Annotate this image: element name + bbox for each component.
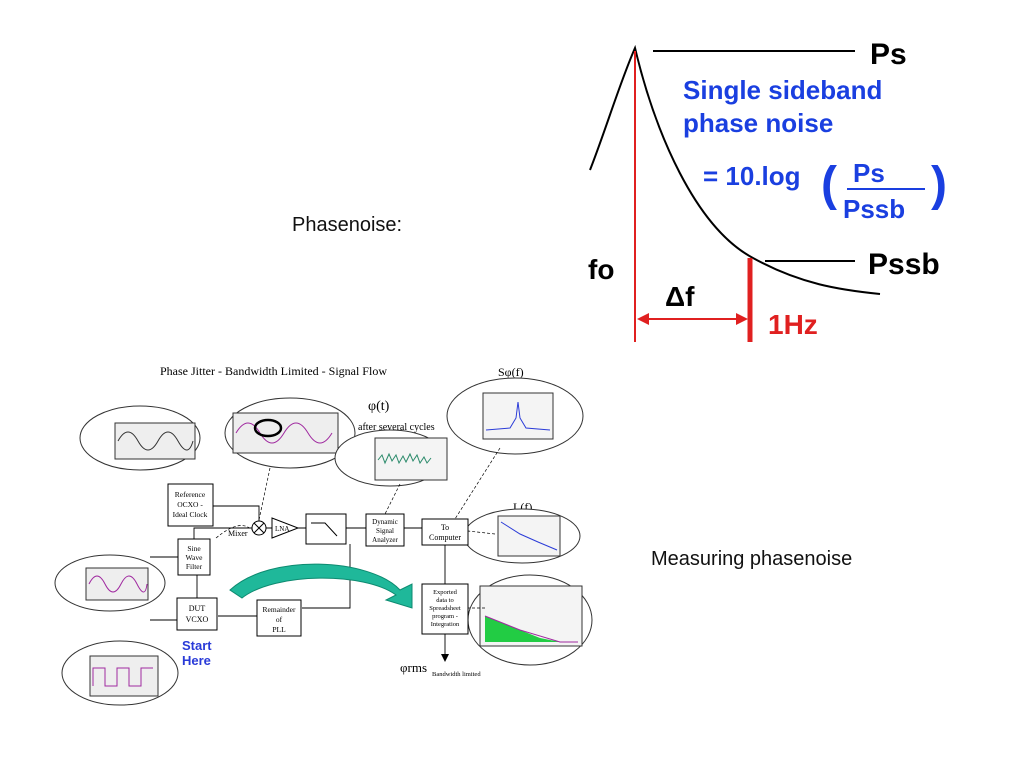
- dsa-line2: Signal: [376, 527, 394, 535]
- phi-rms-label: φrms: [400, 660, 427, 675]
- start-here-line2: Here: [182, 653, 211, 668]
- s-phi-f-label: Sφ(f): [498, 365, 524, 379]
- signal-flow-title: Phase Jitter - Bandwidth Limited - Signa…: [160, 364, 387, 378]
- sine-filter-line1: Sine: [187, 544, 201, 553]
- formula-prefix: = 10.log: [703, 161, 801, 191]
- lna-label: LNA: [275, 525, 289, 533]
- signal-flow-diagram: Phase Jitter - Bandwidth Limited - Signa…: [54, 364, 593, 706]
- dsa-line1: Dynamic: [372, 518, 398, 526]
- pssb-label: Pssb: [868, 248, 940, 281]
- reference-block-line1: Reference: [175, 490, 206, 499]
- one-hz-label: 1Hz: [768, 309, 818, 340]
- reference-waveform-screen: [114, 422, 196, 460]
- ssb-title-line1: Single sideband: [683, 75, 882, 105]
- to-computer-line1: To: [441, 523, 449, 532]
- phi-t-label: φ(t): [368, 399, 390, 414]
- l-f-screen: [497, 515, 561, 557]
- dsa-line3: Analyzer: [372, 536, 398, 544]
- reference-ocxo-block: [167, 483, 214, 527]
- formula-denominator: Pssb: [843, 194, 905, 224]
- filter-block: [305, 513, 347, 545]
- spectrum-curve: [589, 44, 881, 295]
- exported-line1: Exported: [433, 589, 458, 596]
- bandwidth-limited-label: Bandwidth limited: [432, 671, 481, 678]
- exported-data-block: [421, 583, 469, 635]
- filtered-sine-screen: [85, 567, 149, 601]
- dut-vcxo-block: [176, 597, 218, 631]
- l-f-curve: [500, 521, 558, 551]
- dut-line2: VCXO: [186, 615, 209, 624]
- dsa-block: [365, 513, 405, 547]
- start-here-line1: Start: [182, 638, 212, 653]
- integration-area: [485, 616, 560, 642]
- after-several-cycles-label: after several cycles: [358, 422, 435, 433]
- delta-f-label: Δf: [665, 281, 695, 312]
- filtered-sine-wave: [88, 575, 148, 593]
- s-phi-f-spectrum: [485, 401, 551, 431]
- formula-left-paren: (: [821, 158, 837, 211]
- phi-rms-arrowhead: [441, 654, 449, 662]
- mixer-label: Mixer: [228, 529, 248, 538]
- to-computer-block: [421, 518, 469, 546]
- dut-line1: DUT: [189, 604, 206, 613]
- to-computer-line2: Computer: [429, 533, 461, 542]
- reference-sine-wave: [117, 431, 194, 451]
- jitter-highlight-circle: [253, 418, 283, 438]
- exported-line5: Integration: [431, 621, 460, 628]
- mixer-cross: [253, 522, 265, 534]
- remainder-pll-block: [256, 599, 302, 637]
- sine-filter-line3: Filter: [186, 562, 203, 571]
- ps-label: Ps: [870, 38, 907, 71]
- integration-curve: [484, 615, 578, 643]
- exported-line3: Spreadsheet: [429, 605, 461, 612]
- flow-curved-arrow: [229, 563, 413, 609]
- filter-response: [311, 522, 338, 537]
- square-wave-trace: [92, 667, 153, 687]
- formula-numerator: Ps: [853, 158, 885, 188]
- remainder-line1: Remainder: [263, 605, 296, 614]
- mixer-sine-wave: [235, 422, 333, 444]
- phi-t-screen: [374, 437, 448, 481]
- sine-filter-line2: Wave: [186, 553, 204, 562]
- mixer-waveform-screen: [232, 412, 339, 454]
- s-phi-f-screen: [482, 392, 554, 440]
- exported-line2: data to: [436, 597, 454, 604]
- phi-t-jitter-trace: [377, 452, 432, 465]
- signal-path-lines: [150, 505, 446, 658]
- measuring-phasenoise-caption: Measuring phasenoise: [651, 548, 853, 570]
- phasenoise-caption: Phasenoise:: [292, 214, 403, 236]
- delta-f-arrowhead-right: [736, 313, 748, 325]
- remainder-line2: of: [276, 615, 283, 624]
- ssb-title-line2: phase noise: [683, 108, 833, 138]
- ssb-phase-noise-figure: Ps Pssb fo 1Hz Δf Single sideband phase …: [588, 38, 947, 342]
- fo-label: fo: [588, 254, 614, 285]
- reference-block-line3: Ideal Clock: [173, 510, 208, 519]
- square-wave-screen: [89, 655, 159, 697]
- exported-line4: program -: [432, 613, 458, 620]
- reference-block-line2: OCXO -: [177, 500, 203, 509]
- remainder-line3: PLL: [272, 625, 286, 634]
- delta-f-arrowhead-left: [637, 313, 649, 325]
- formula-right-paren: ): [931, 158, 947, 211]
- dashed-callout-lines: [215, 447, 501, 609]
